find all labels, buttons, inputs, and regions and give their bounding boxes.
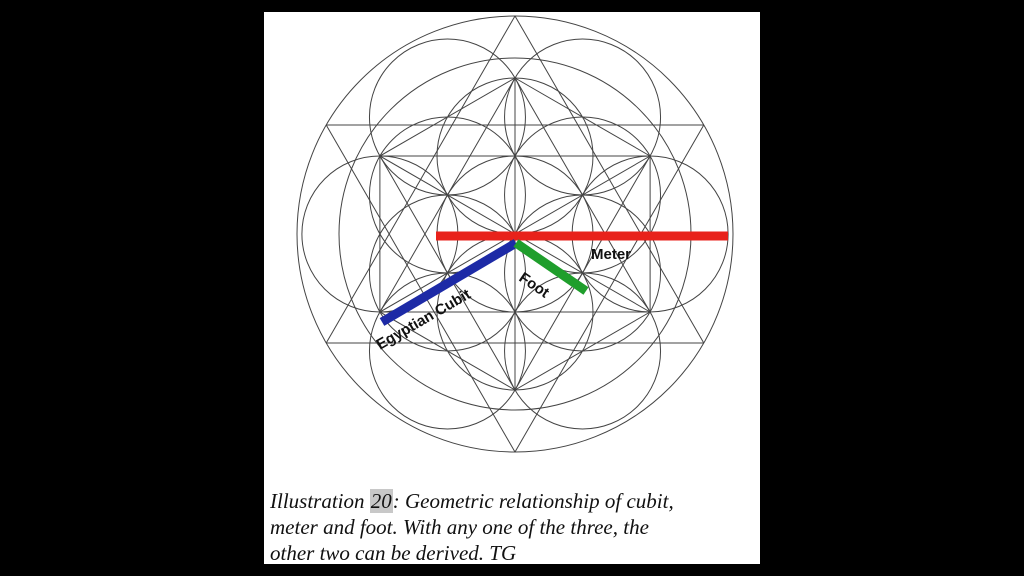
figure-caption: Illustration 20: Geometric relationship …: [270, 488, 754, 566]
outer-chord: [514, 124, 705, 453]
caption-line-1: Illustration 20: Geometric relationship …: [270, 488, 754, 514]
hexagon-edge: [379, 311, 516, 391]
illustration-number: 20: [369, 489, 393, 513]
caption-line-3: other two can be derived. TG: [270, 541, 517, 565]
outer-chord: [325, 15, 516, 344]
foot-bar: [513, 239, 589, 295]
caption-line-2: meter and foot. With any one of the thre…: [270, 515, 649, 539]
meter-label: Meter: [591, 246, 631, 263]
egyptian-cubit-bar: [379, 239, 519, 326]
foot-label: Foot: [516, 269, 552, 301]
hexagon-edge: [514, 77, 651, 157]
caption-line-1-rest: : Geometric relationship of cubit,: [392, 489, 674, 513]
hexagon-edge: [514, 311, 651, 391]
outer-chord: [325, 124, 516, 453]
outer-chord: [514, 15, 705, 344]
hexagon-edge: [379, 77, 516, 157]
sacred-geometry-diagram: Meter Egyptian Cubit Foot: [296, 15, 734, 453]
caption-prefix: Illustration: [270, 489, 370, 513]
illustration-page: Meter Egyptian Cubit Foot Illustration 2…: [264, 12, 760, 566]
